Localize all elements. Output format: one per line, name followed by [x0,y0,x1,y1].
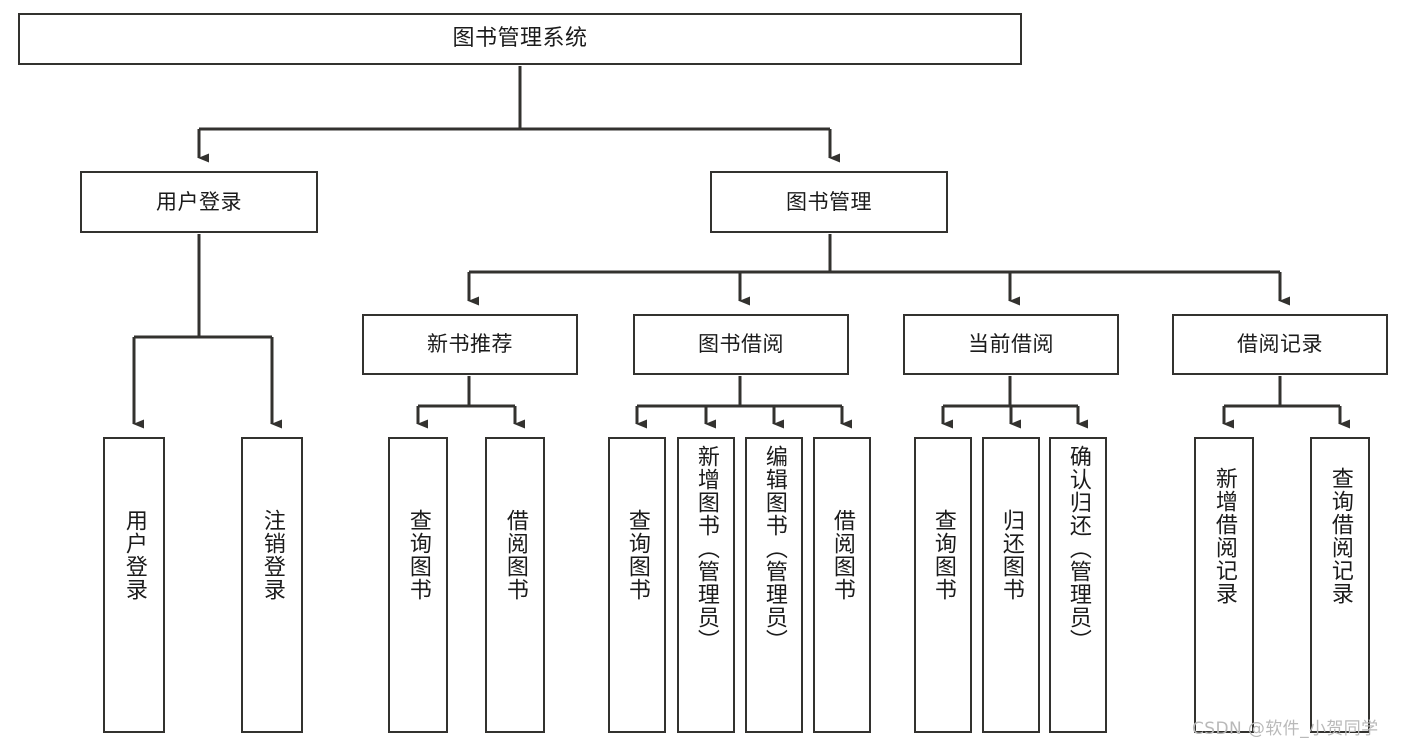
node-current-borrow-label: 当前借阅 [968,332,1054,357]
node-root[interactable]: 图书管理系统 [18,13,1022,65]
node-leaf-user-login[interactable]: 用户登录 [103,437,165,733]
node-leaf-edit-book-label: 编辑图书（管理员） [761,445,787,652]
node-leaf-borrow-book-1-label: 借阅图书 [502,509,528,601]
node-root-label: 图书管理系统 [452,26,588,52]
node-leaf-user-login-label: 用户登录 [121,509,147,601]
node-user-login-label: 用户登录 [156,189,242,214]
node-leaf-query-book-3[interactable]: 查询图书 [914,437,972,733]
node-leaf-return-book[interactable]: 归还图书 [982,437,1040,733]
node-borrow-record[interactable]: 借阅记录 [1172,314,1388,375]
node-leaf-query-book-2[interactable]: 查询图书 [608,437,666,733]
node-leaf-add-record-label: 新增借阅记录 [1211,467,1237,605]
node-leaf-query-book-1-label: 查询图书 [405,509,431,601]
node-book-borrow[interactable]: 图书借阅 [633,314,849,375]
node-leaf-query-book-2-label: 查询图书 [624,509,650,601]
node-leaf-return-book-label: 归还图书 [998,509,1024,601]
node-leaf-add-book-label: 新增图书（管理员） [693,445,719,652]
csdn-watermark: CSDN @软件_小贺同学 [1192,719,1379,739]
node-current-borrow[interactable]: 当前借阅 [903,314,1119,375]
node-book-manage[interactable]: 图书管理 [710,171,948,233]
node-leaf-borrow-book-2[interactable]: 借阅图书 [813,437,871,733]
node-borrow-record-label: 借阅记录 [1237,332,1323,357]
node-leaf-query-record[interactable]: 查询借阅记录 [1310,437,1370,733]
node-new-book-rec-label: 新书推荐 [427,332,513,357]
node-leaf-add-book[interactable]: 新增图书（管理员） [677,437,735,733]
node-leaf-logout[interactable]: 注销登录 [241,437,303,733]
node-book-borrow-label: 图书借阅 [698,332,784,357]
node-user-login[interactable]: 用户登录 [80,171,318,233]
node-book-manage-label: 图书管理 [786,189,872,214]
node-leaf-borrow-book-1[interactable]: 借阅图书 [485,437,545,733]
node-leaf-borrow-book-2-label: 借阅图书 [829,509,855,601]
node-leaf-query-book-3-label: 查询图书 [930,509,956,601]
node-leaf-confirm-return[interactable]: 确认归还（管理员） [1049,437,1107,733]
node-leaf-query-book-1[interactable]: 查询图书 [388,437,448,733]
node-leaf-confirm-return-label: 确认归还（管理员） [1065,445,1091,652]
node-leaf-add-record[interactable]: 新增借阅记录 [1194,437,1254,733]
node-new-book-rec[interactable]: 新书推荐 [362,314,578,375]
node-leaf-logout-label: 注销登录 [259,509,285,601]
node-leaf-query-record-label: 查询借阅记录 [1327,467,1353,605]
node-leaf-edit-book[interactable]: 编辑图书（管理员） [745,437,803,733]
